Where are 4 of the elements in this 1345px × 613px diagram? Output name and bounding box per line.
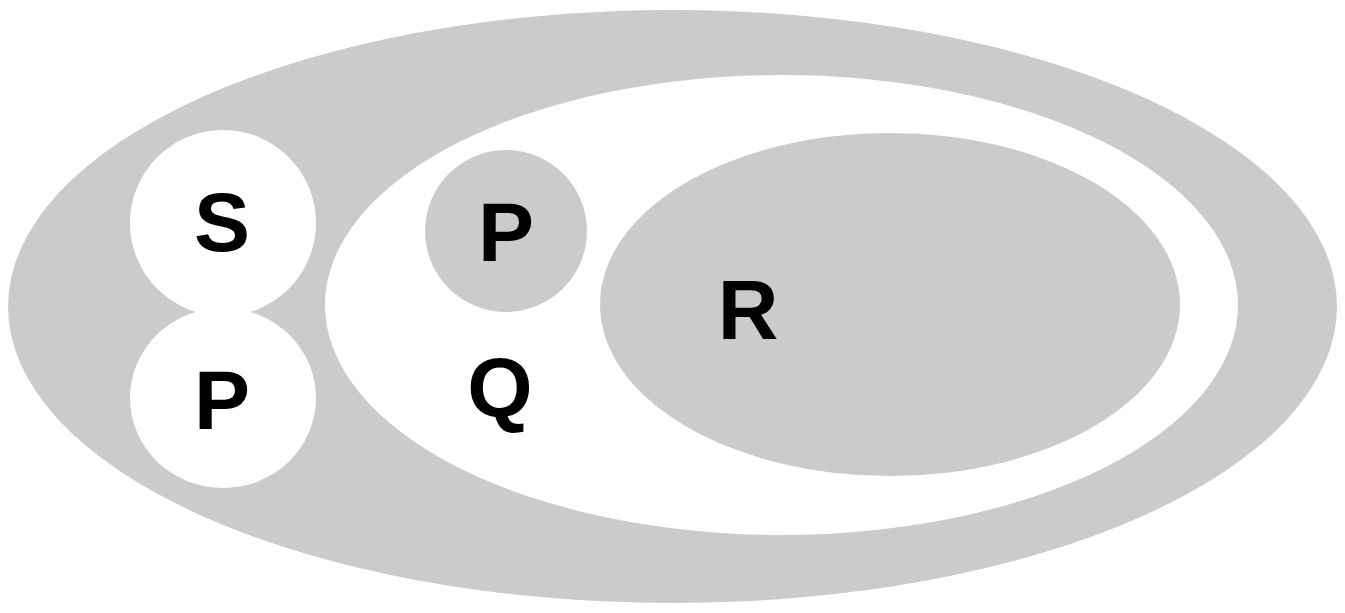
set-label: S: [194, 180, 250, 264]
set-label: P: [478, 190, 534, 274]
set-label: R: [717, 268, 779, 352]
set-label: P: [194, 358, 250, 442]
